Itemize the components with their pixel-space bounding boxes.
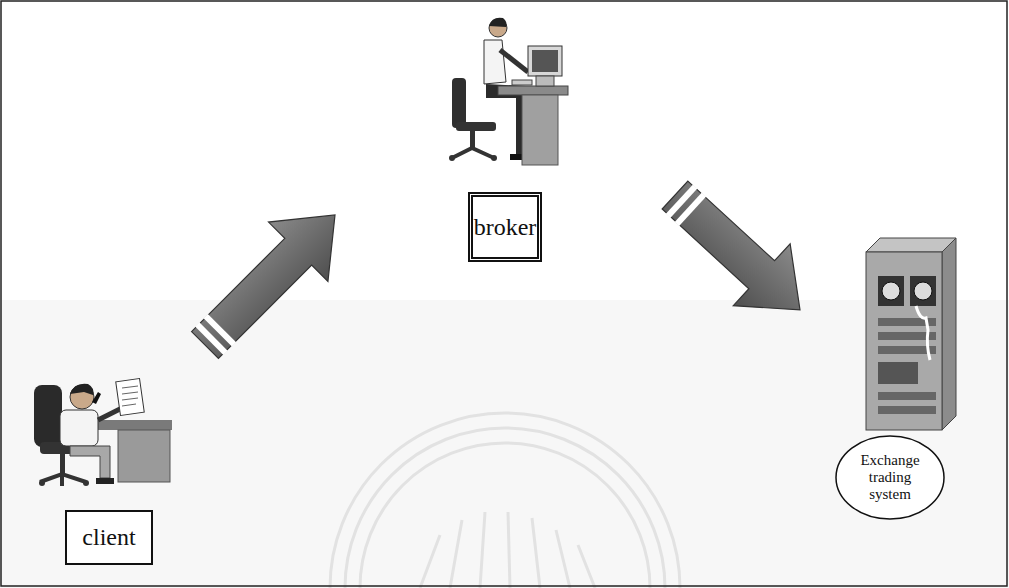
server-rack: [866, 238, 956, 430]
broker-figure: [449, 18, 568, 165]
node-area: broker: [335, 8, 675, 270]
watermark: [330, 413, 680, 588]
node-label: broker: [474, 214, 537, 241]
node-label: Exchange trading system: [854, 452, 926, 503]
block-arrow: [175, 185, 364, 374]
broker-label-box: broker: [468, 192, 542, 262]
client-figure: [34, 378, 172, 486]
node-area: client: [25, 345, 205, 570]
background-band: [0, 300, 1009, 588]
block-arrow: [647, 164, 829, 341]
node-area: Exchange trading system: [800, 230, 960, 525]
exchange-ellipse: Exchange trading system: [835, 435, 945, 520]
client-label-box: client: [65, 510, 153, 565]
node-label: client: [82, 524, 135, 551]
